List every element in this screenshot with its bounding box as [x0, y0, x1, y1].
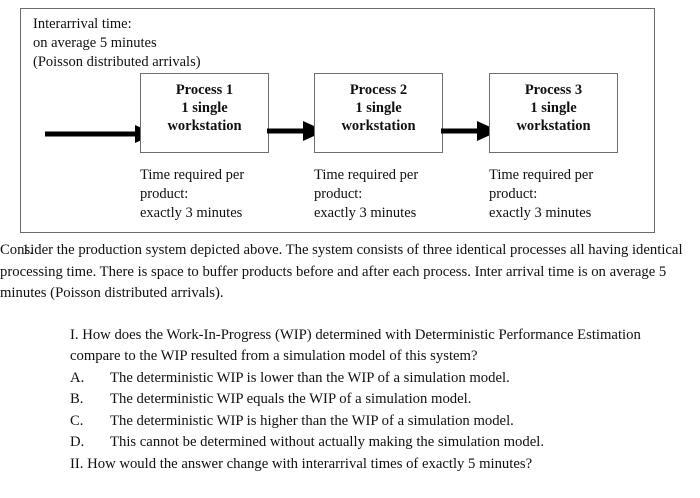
process-1-caption-line-2: product:: [140, 186, 189, 202]
process-1-caption-line-3: exactly 3 minutes: [140, 205, 243, 221]
question-intro-row: 1. Consider the production system depict…: [0, 240, 700, 305]
process-3-caption: Time required per product: exactly 3 min…: [489, 166, 593, 223]
option-d-text: This cannot be determined without actual…: [110, 434, 544, 450]
process-box-3: Process 3 1 single workstation: [489, 73, 618, 153]
process-3-title: Process 3: [524, 82, 583, 98]
process-1-line-2: 1 single: [181, 100, 228, 116]
interarrival-annotation: Interarrival time: on average 5 minutes …: [33, 15, 201, 72]
question-block: 1. Consider the production system depict…: [0, 240, 700, 475]
question-number: 1.: [22, 242, 34, 258]
process-box-1: Process 1 1 single workstation: [140, 73, 269, 153]
process-diagram-frame: Interarrival time: on average 5 minutes …: [20, 8, 655, 233]
question-part-2-text: II. How would the answer change with int…: [70, 455, 533, 472]
option-row-a[interactable]: A. The deterministic WIP is lower than t…: [70, 368, 700, 390]
interarrival-line-3: (Poisson distributed arrivals): [33, 54, 201, 70]
process-2-caption-line-3: exactly 3 minutes: [314, 205, 417, 221]
option-c-text: The deterministic WIP is higher than the…: [110, 412, 514, 429]
flow-arrow-2-to-3-icon: [441, 116, 501, 151]
option-b-text: The deterministic WIP equals the WIP of …: [110, 391, 472, 407]
process-3-caption-line-3: exactly 3 minutes: [489, 205, 592, 221]
option-a-letter: A.: [70, 369, 85, 386]
interarrival-line-2: on average 5 minutes: [33, 35, 157, 51]
process-2-line-3: workstation: [341, 118, 416, 134]
process-2-title: Process 2: [349, 82, 408, 98]
option-d-letter: D.: [70, 434, 85, 450]
process-2-caption-line-1: Time required per: [314, 167, 419, 183]
option-row-c[interactable]: C. The deterministic WIP is higher than …: [70, 411, 700, 433]
process-1-caption-line-1: Time required per: [140, 167, 245, 183]
process-2-caption-line-2: product:: [314, 186, 363, 202]
process-3-line-3: workstation: [516, 118, 591, 134]
process-1-caption: Time required per product: exactly 3 min…: [140, 166, 244, 223]
process-box-2: Process 2 1 single workstation: [314, 73, 443, 153]
process-3-line-2: 1 single: [530, 100, 577, 116]
process-2-caption: Time required per product: exactly 3 min…: [314, 166, 418, 223]
option-row-d[interactable]: D. This cannot be determined without act…: [70, 432, 700, 454]
option-a-text: The deterministic WIP is lower than the …: [110, 369, 510, 386]
process-3-caption-line-1: Time required per: [489, 167, 594, 183]
process-3-caption-line-2: product:: [489, 186, 538, 202]
option-c-letter: C.: [70, 412, 84, 429]
process-1-line-3: workstation: [167, 118, 242, 134]
option-b-letter: B.: [70, 391, 84, 407]
process-2-line-2: 1 single: [355, 100, 402, 116]
interarrival-line-1: Interarrival time:: [33, 16, 132, 32]
process-1-title: Process 1: [175, 82, 234, 98]
question-intro-text: Consider the production system depicted …: [0, 242, 683, 301]
question-part-1-text: I. How does the Work-In-Progress (WIP) d…: [70, 326, 641, 365]
option-row-b[interactable]: B. The deterministic WIP equals the WIP …: [70, 389, 700, 411]
